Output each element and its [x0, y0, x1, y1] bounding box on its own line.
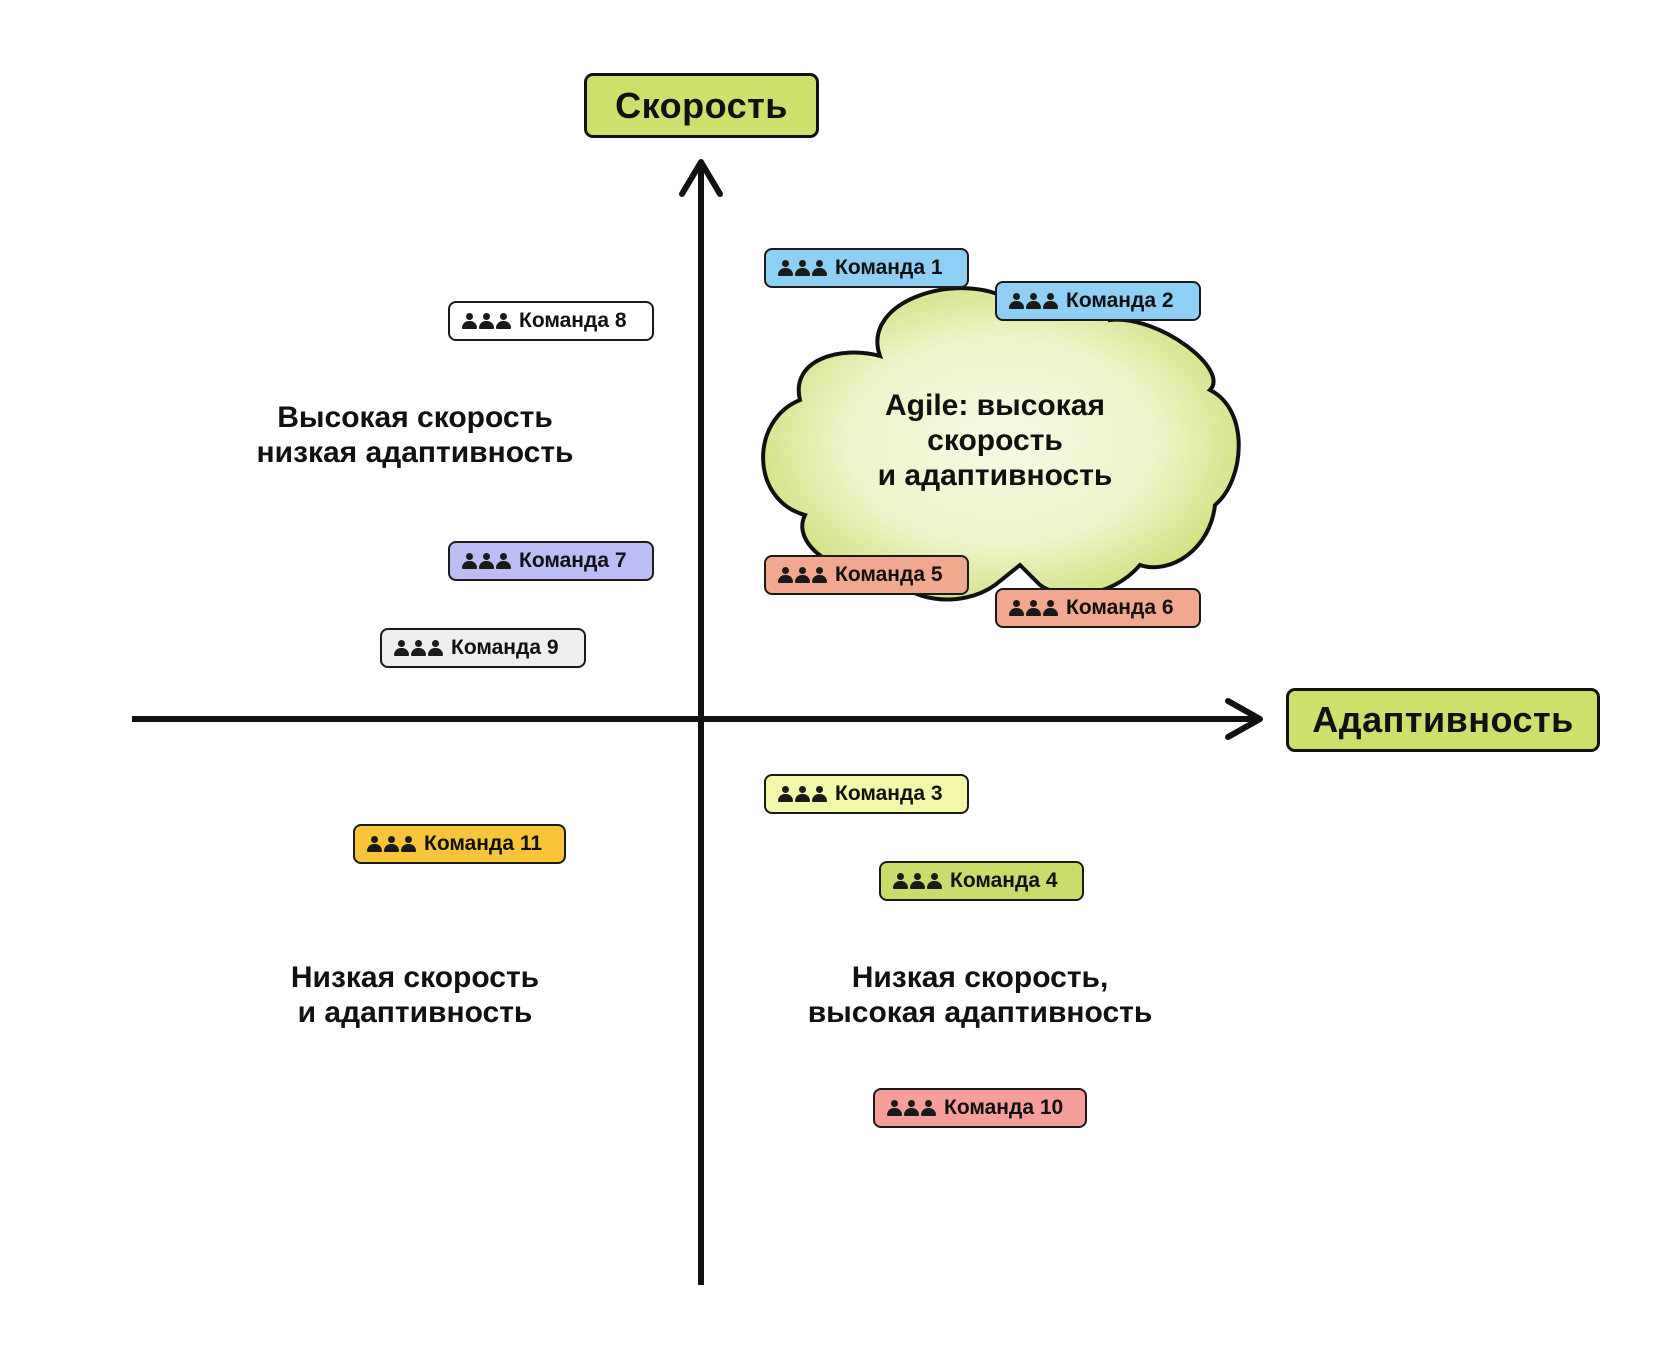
person-icon [428, 640, 443, 656]
person-icon [921, 1100, 936, 1116]
person-icon [1026, 293, 1041, 309]
y-axis-arrowhead [679, 159, 723, 197]
team-icon [887, 1100, 936, 1116]
y-axis-label: Скорость [584, 73, 819, 138]
person-icon [479, 553, 494, 569]
person-icon [812, 260, 827, 276]
team-label: Команда 6 [1066, 596, 1174, 619]
team-label: Команда 9 [451, 636, 559, 659]
team-label: Команда 3 [835, 782, 943, 805]
person-icon [1009, 600, 1024, 616]
person-icon [479, 313, 494, 329]
team-badge-1[interactable]: Команда 1 [764, 248, 969, 288]
team-badge-6[interactable]: Команда 6 [995, 588, 1201, 628]
person-icon [411, 640, 426, 656]
team-icon [462, 553, 511, 569]
person-icon [778, 260, 793, 276]
quadrant-label-top-left: Высокая скорость низкая адаптивность [256, 401, 574, 469]
team-icon [1009, 293, 1058, 309]
team-label: Команда 11 [424, 832, 543, 855]
team-badge-10[interactable]: Команда 10 [873, 1088, 1087, 1128]
person-icon [401, 836, 416, 852]
team-icon [462, 313, 511, 329]
team-label: Команда 2 [1066, 289, 1174, 312]
team-badge-3[interactable]: Команда 3 [764, 774, 969, 814]
agile-cloud-label: Agile: высокая скорость и адаптивность [877, 389, 1113, 492]
person-icon [887, 1100, 902, 1116]
person-icon [1043, 293, 1058, 309]
person-icon [795, 260, 810, 276]
team-icon [1009, 600, 1058, 616]
person-icon [394, 640, 409, 656]
team-label: Команда 1 [835, 256, 943, 279]
person-icon [927, 873, 942, 889]
person-icon [462, 313, 477, 329]
team-badge-9[interactable]: Команда 9 [380, 628, 586, 668]
team-label: Команда 10 [944, 1096, 1064, 1119]
person-icon [1009, 293, 1024, 309]
x-axis-label: Адаптивность [1286, 688, 1600, 752]
person-icon [462, 553, 477, 569]
person-icon [778, 567, 793, 583]
team-label: Команда 7 [519, 549, 627, 572]
team-badge-7[interactable]: Команда 7 [448, 541, 654, 581]
team-badge-8[interactable]: Команда 8 [448, 301, 654, 341]
team-badge-5[interactable]: Команда 5 [764, 555, 969, 595]
person-icon [496, 313, 511, 329]
person-icon [384, 836, 399, 852]
team-icon [778, 260, 827, 276]
team-icon [778, 786, 827, 802]
x-axis-arrowhead [1225, 698, 1263, 740]
person-icon [496, 553, 511, 569]
person-icon [812, 567, 827, 583]
team-icon [893, 873, 942, 889]
team-label: Команда 4 [950, 869, 1058, 892]
person-icon [893, 873, 908, 889]
team-badge-11[interactable]: Команда 11 [353, 824, 566, 864]
team-icon [394, 640, 443, 656]
team-label: Команда 8 [519, 309, 627, 332]
person-icon [812, 786, 827, 802]
person-icon [795, 567, 810, 583]
person-icon [1043, 600, 1058, 616]
quadrant-label-bottom-left: Низкая скорость и адаптивность [290, 961, 540, 1029]
team-icon [778, 567, 827, 583]
team-icon [367, 836, 416, 852]
person-icon [367, 836, 382, 852]
team-badge-2[interactable]: Команда 2 [995, 281, 1201, 321]
person-icon [778, 786, 793, 802]
person-icon [910, 873, 925, 889]
team-badge-4[interactable]: Команда 4 [879, 861, 1084, 901]
person-icon [1026, 600, 1041, 616]
person-icon [904, 1100, 919, 1116]
quadrant-label-bottom-right: Низкая скорость, высокая адаптивность [807, 961, 1153, 1029]
team-label: Команда 5 [835, 563, 943, 586]
person-icon [795, 786, 810, 802]
